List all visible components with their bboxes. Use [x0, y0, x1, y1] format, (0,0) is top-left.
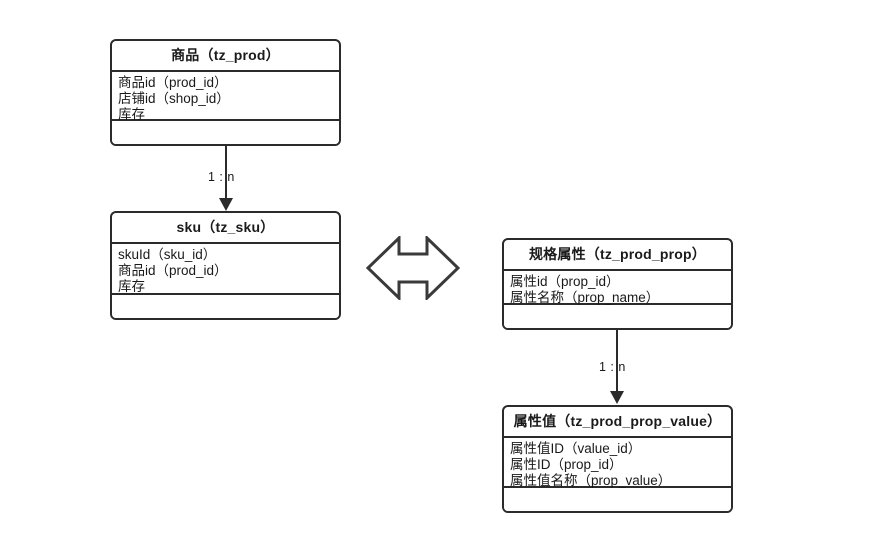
- relation-prod-to-sku: 1 : n: [208, 146, 234, 212]
- entity-footer-tz-prod: [112, 121, 339, 144]
- entity-attributes-tz-prod-prop: 属性id（prop_id） 属性名称（prop_name）: [504, 271, 731, 305]
- relation-prop-to-prop-value: 1 : n: [599, 330, 625, 406]
- entity-header-tz-prod-prop: 规格属性（tz_prod_prop）: [504, 240, 731, 271]
- relation-label: 1 : n: [208, 170, 235, 184]
- attribute-row: 店铺id（shop_id）: [118, 91, 230, 106]
- double-headed-arrow-icon: [365, 234, 461, 302]
- relation-line: [225, 146, 227, 199]
- attribute-row: 属性ID（prop_id）: [510, 457, 623, 472]
- entity-box-tz-prod-prop-value[interactable]: 属性值（tz_prod_prop_value） 属性值ID（value_id） …: [502, 405, 733, 513]
- attribute-row: 属性名称（prop_name）: [510, 290, 660, 305]
- entity-attributes-tz-prod: 商品id（prod_id） 店铺id（shop_id） 库存: [112, 72, 339, 122]
- entity-header-tz-prod-prop-value: 属性值（tz_prod_prop_value）: [504, 407, 731, 438]
- entity-footer-tz-prod-prop-value: [504, 488, 731, 511]
- attribute-row: 库存: [118, 279, 145, 294]
- attribute-row: 商品id（prod_id）: [118, 263, 228, 278]
- entity-header-tz-prod: 商品（tz_prod）: [112, 41, 339, 72]
- attribute-row: skuId（sku_id）: [118, 247, 217, 262]
- entity-box-tz-prod-prop[interactable]: 规格属性（tz_prod_prop） 属性id（prop_id） 属性名称（pr…: [502, 238, 733, 330]
- attribute-row: 属性值名称（prop_value）: [510, 473, 672, 488]
- entity-header-tz-sku: sku（tz_sku）: [112, 213, 339, 244]
- relation-arrowhead-icon: [219, 198, 233, 211]
- entity-attributes-tz-sku: skuId（sku_id） 商品id（prod_id） 库存: [112, 244, 339, 295]
- attribute-row: 库存: [118, 107, 145, 122]
- relation-line: [616, 330, 618, 392]
- entity-footer-tz-prod-prop: [504, 305, 731, 328]
- attribute-row: 商品id（prod_id）: [118, 75, 228, 90]
- attribute-row: 属性值ID（value_id）: [510, 441, 642, 456]
- entity-box-tz-sku[interactable]: sku（tz_sku） skuId（sku_id） 商品id（prod_id） …: [110, 211, 341, 320]
- entity-attributes-tz-prod-prop-value: 属性值ID（value_id） 属性ID（prop_id） 属性值名称（prop…: [504, 438, 731, 488]
- attribute-row: 属性id（prop_id）: [510, 274, 620, 289]
- relation-arrowhead-icon: [610, 391, 624, 404]
- entity-footer-tz-sku: [112, 295, 339, 318]
- entity-box-tz-prod[interactable]: 商品（tz_prod） 商品id（prod_id） 店铺id（shop_id） …: [110, 39, 341, 146]
- relation-label: 1 : n: [599, 360, 626, 374]
